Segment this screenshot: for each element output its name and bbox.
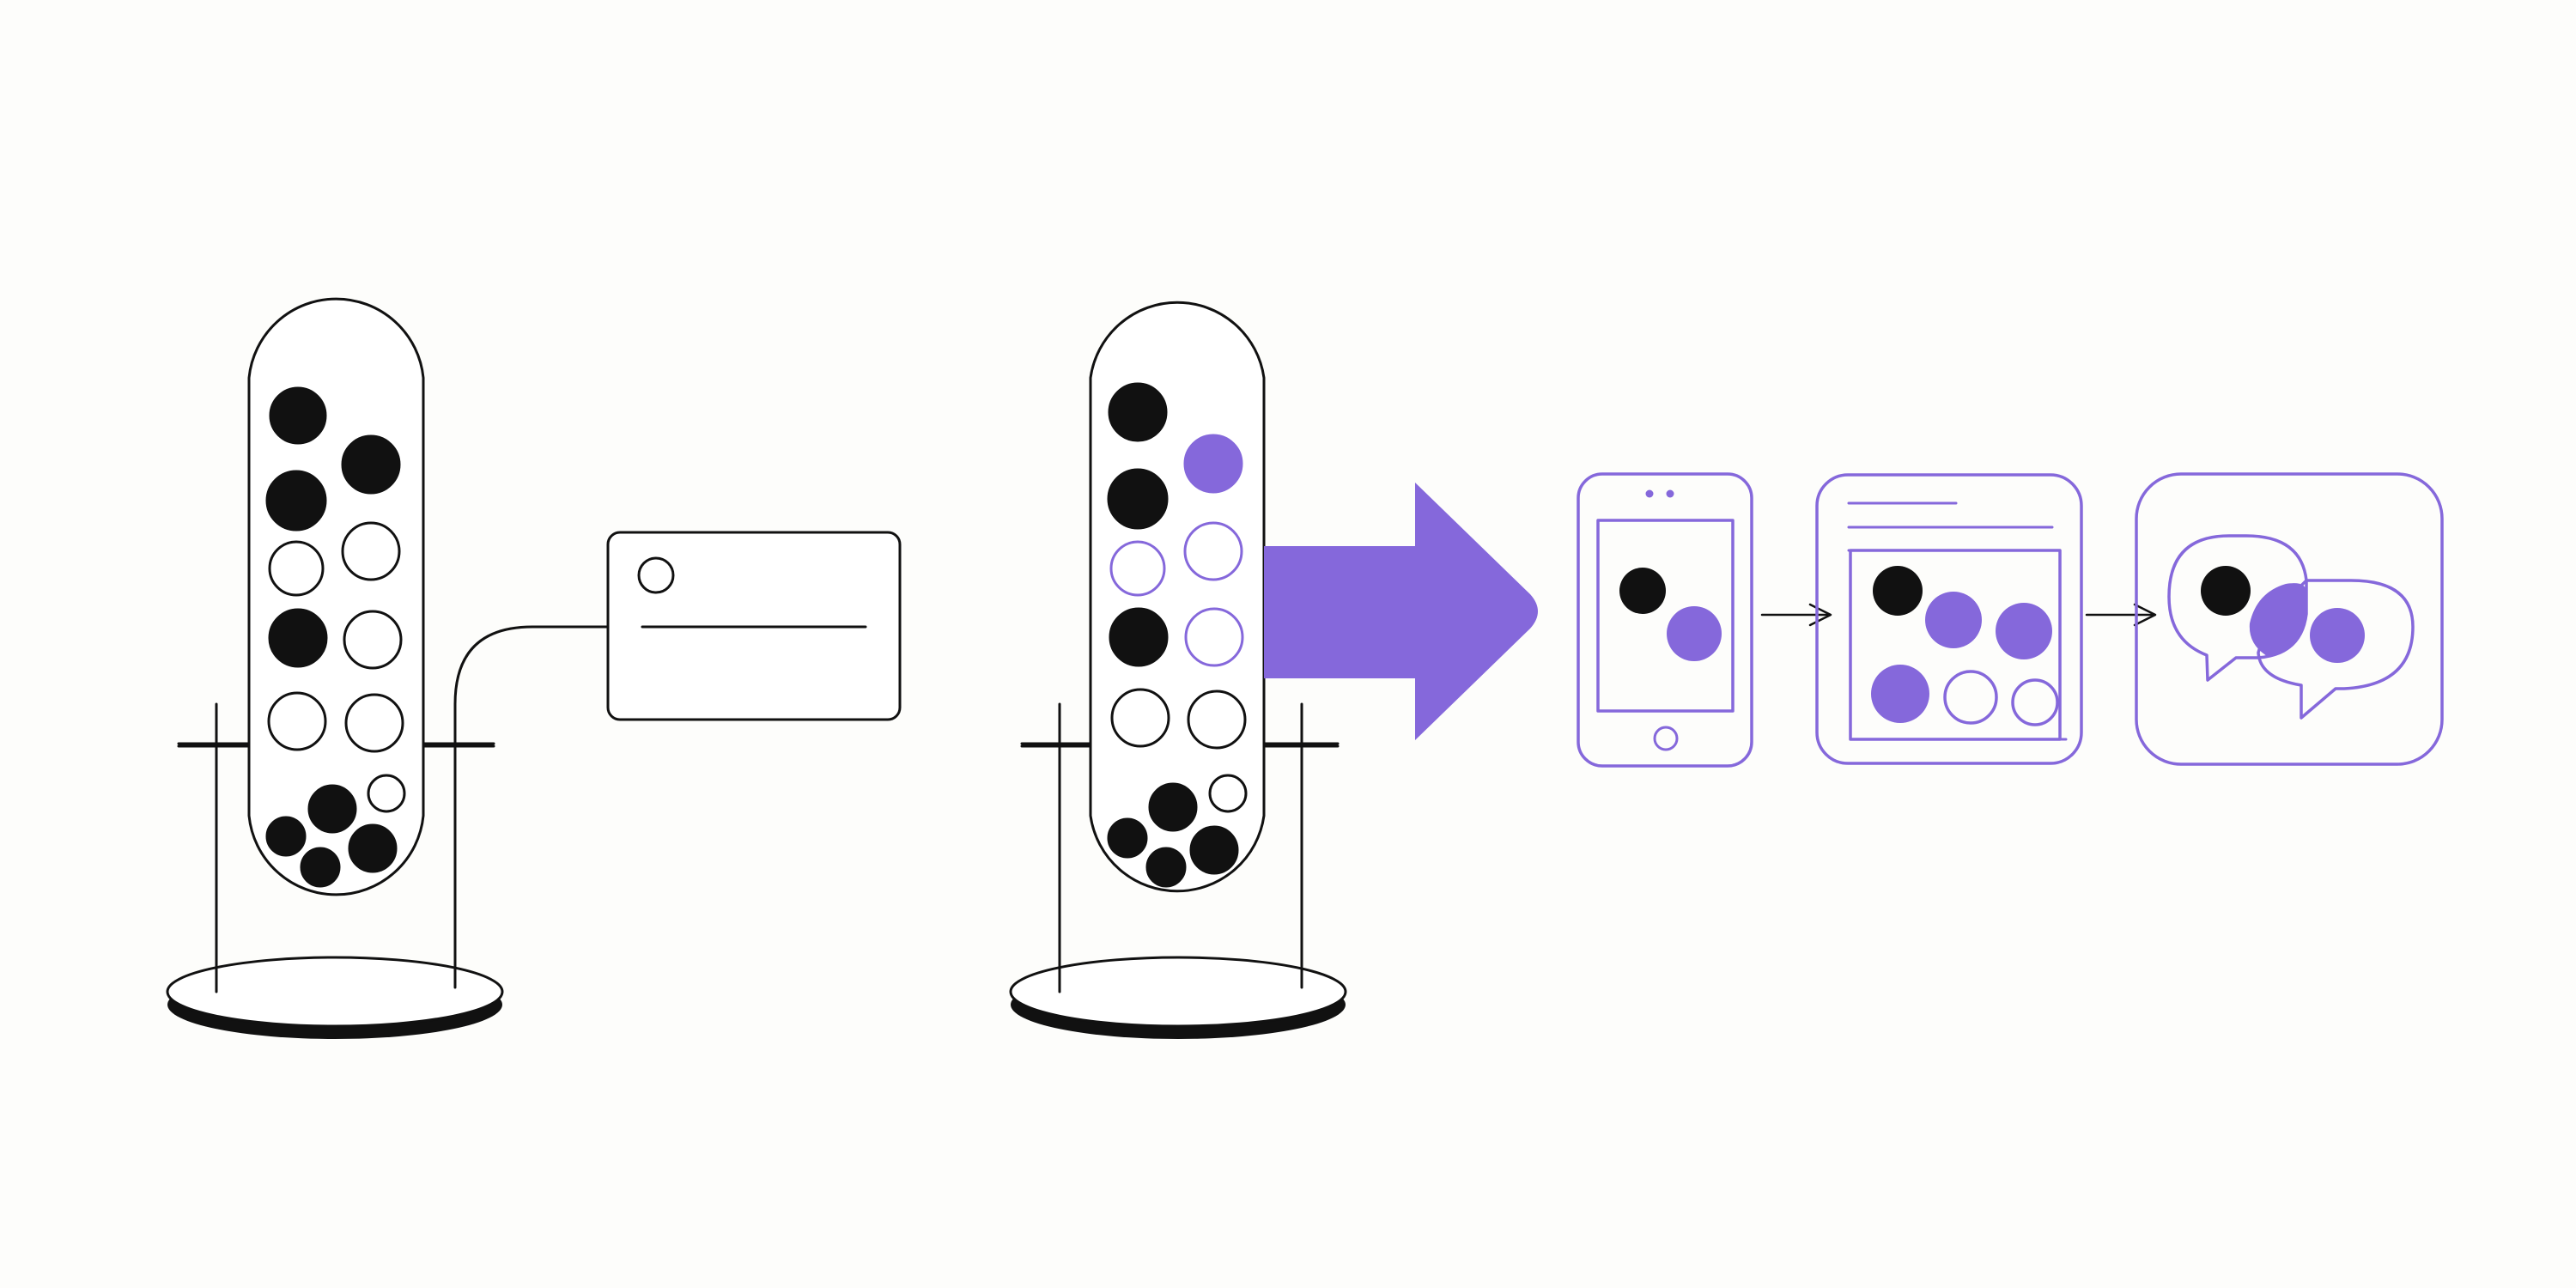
particle-dot (1183, 434, 1243, 494)
particle-dot (1109, 607, 1169, 667)
particle-dot (341, 521, 401, 581)
particle-dot (341, 434, 401, 495)
connector-cable (453, 625, 610, 745)
particle-dot (367, 774, 406, 813)
particle-dot (268, 540, 325, 597)
particle-dot (267, 691, 327, 751)
particle-dot (1110, 688, 1170, 748)
particle-dot (348, 823, 398, 873)
particle-dot (265, 816, 307, 857)
browser-window-icon (1815, 473, 2083, 765)
particle-dot (1187, 690, 1247, 750)
particle-dot (1107, 468, 1169, 530)
tube-particles (265, 386, 406, 888)
particle-dot (1148, 782, 1198, 832)
particle-dot (300, 847, 341, 888)
particle-dot (265, 470, 327, 532)
tube-stand-base (1009, 956, 1347, 1039)
particle-dot (1184, 607, 1244, 667)
particle-dot (343, 610, 403, 670)
particle-dot (1109, 540, 1166, 597)
particle-dot (1145, 847, 1187, 888)
particle-dot (1208, 774, 1248, 813)
label-card-icon (606, 531, 902, 721)
source-tube-group (166, 297, 902, 1039)
arrow-right-icon (2085, 603, 2157, 627)
particle-dot (344, 693, 404, 753)
particle-dot (307, 784, 357, 834)
sorted-tube-group (1009, 301, 1347, 1039)
particle-dot (1189, 825, 1239, 875)
particle-dot (269, 386, 327, 445)
particle-dot (1108, 382, 1168, 442)
particle-dot (1107, 817, 1148, 859)
chat-bubbles-icon (2135, 472, 2444, 766)
tube-particles (1107, 382, 1248, 888)
arrow-right-icon (1264, 483, 1538, 740)
arrow-right-icon (1760, 603, 1832, 627)
particle-dot (1183, 521, 1243, 581)
particle-dot (268, 608, 328, 668)
tube-stand-base (166, 956, 504, 1039)
smartphone-icon (1577, 472, 1753, 768)
